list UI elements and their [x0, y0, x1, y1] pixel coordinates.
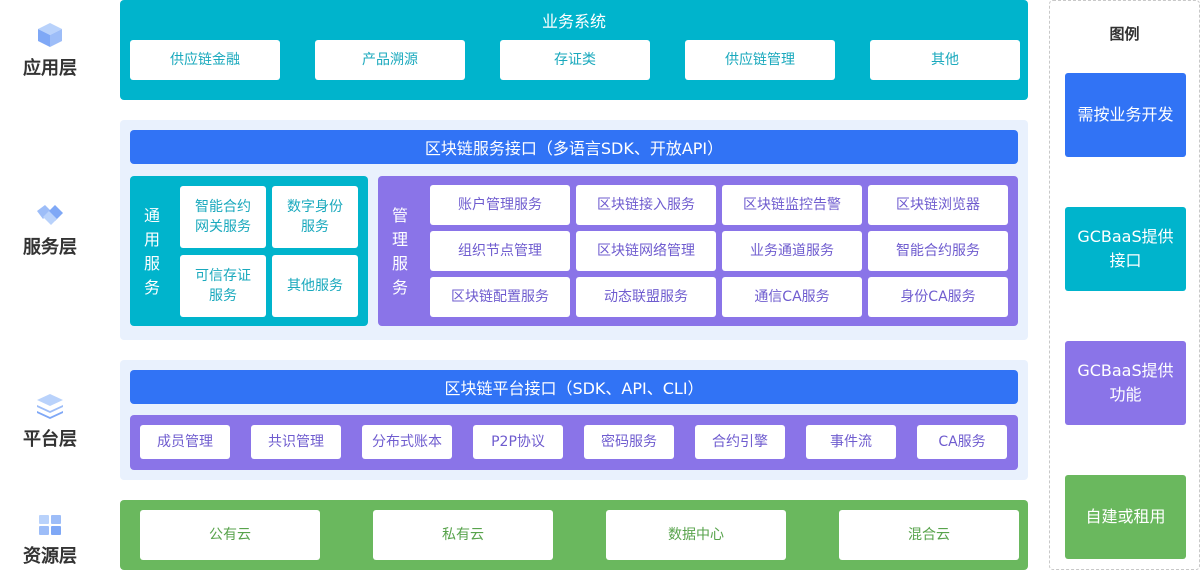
layer-label-platform: 平台层 — [0, 393, 100, 451]
app-item: 存证类 — [500, 40, 650, 80]
resource-item: 私有云 — [373, 510, 553, 560]
layer-label-service: 服务层 — [0, 203, 100, 259]
management-services-panel: 管理服务 账户管理服务 区块链接入服务 区块链监控告警 区块链浏览器 组织节点管… — [378, 176, 1018, 326]
platform-item: 密码服务 — [584, 425, 674, 459]
resource-layer-panel: 公有云 私有云 数据中心 混合云 — [120, 500, 1028, 570]
stack-layers-icon — [37, 394, 63, 419]
service-layer-panel: 区块链服务接口（多语言SDK、开放API） 通用服务 智能合约 网关服务 数字身… — [120, 120, 1028, 340]
general-item: 数字身份 服务 — [272, 186, 358, 248]
handshake-icon — [37, 205, 63, 225]
general-item: 其他服务 — [272, 255, 358, 317]
mgmt-item: 区块链接入服务 — [576, 185, 716, 225]
cube-icon — [38, 23, 62, 47]
mgmt-item: 区块链浏览器 — [868, 185, 1008, 225]
mgmt-item: 区块链配置服务 — [430, 277, 570, 317]
platform-item: 合约引擎 — [695, 425, 785, 459]
legend-item-gcbaas-interface: GCBaaS提供接口 — [1065, 207, 1186, 291]
platform-item: CA服务 — [917, 425, 1007, 459]
mgmt-item: 智能合约服务 — [868, 231, 1008, 271]
app-item: 其他 — [870, 40, 1020, 80]
platform-item: 共识管理 — [251, 425, 341, 459]
layer-name: 平台层 — [23, 429, 77, 450]
platform-item: P2P协议 — [473, 425, 563, 459]
general-item: 可信存证 服务 — [180, 255, 266, 317]
mgmt-item: 组织节点管理 — [430, 231, 570, 271]
service-interface-bar: 区块链服务接口（多语言SDK、开放API） — [130, 130, 1018, 164]
app-item: 供应链管理 — [685, 40, 835, 80]
mgmt-item: 区块链监控告警 — [722, 185, 862, 225]
layer-label-app: 应用层 — [0, 22, 100, 80]
legend-panel: 图例 需按业务开发 GCBaaS提供接口 GCBaaS提供功能 自建或租用 — [1049, 0, 1200, 570]
general-item: 智能合约 网关服务 — [180, 186, 266, 248]
management-services-title: 管理服务 — [391, 206, 408, 297]
layer-label-resource: 资源层 — [0, 514, 100, 568]
grid-icon — [39, 515, 61, 535]
resource-item: 混合云 — [839, 510, 1019, 560]
legend-item-business-dev: 需按业务开发 — [1065, 73, 1186, 157]
general-services-panel: 通用服务 智能合约 网关服务 数字身份 服务 可信存证 服务 其他服务 — [130, 176, 368, 326]
mgmt-item: 区块链网络管理 — [576, 231, 716, 271]
platform-interface-bar: 区块链平台接口（SDK、API、CLI） — [130, 370, 1018, 404]
resource-item: 公有云 — [140, 510, 320, 560]
layer-name: 应用层 — [23, 58, 77, 79]
platform-item: 成员管理 — [140, 425, 230, 459]
mgmt-item: 动态联盟服务 — [576, 277, 716, 317]
app-item: 供应链金融 — [130, 40, 280, 80]
platform-layer-panel: 区块链平台接口（SDK、API、CLI） 成员管理 共识管理 分布式账本 P2P… — [120, 360, 1028, 480]
mgmt-item: 业务通道服务 — [722, 231, 862, 271]
app-layer-panel: 业务系统 供应链金融 产品溯源 存证类 供应链管理 其他 — [120, 0, 1028, 100]
legend-item-gcbaas-function: GCBaaS提供功能 — [1065, 341, 1186, 425]
platform-item: 事件流 — [806, 425, 896, 459]
resource-item: 数据中心 — [606, 510, 786, 560]
platform-functions-panel: 成员管理 共识管理 分布式账本 P2P协议 密码服务 合约引擎 事件流 CA服务 — [130, 415, 1018, 470]
legend-item-self-built: 自建或租用 — [1065, 475, 1186, 559]
app-item: 产品溯源 — [315, 40, 465, 80]
legend-title: 图例 — [1109, 25, 1140, 43]
mgmt-item: 账户管理服务 — [430, 185, 570, 225]
mgmt-item: 通信CA服务 — [722, 277, 862, 317]
mgmt-item: 身份CA服务 — [868, 277, 1008, 317]
layer-name: 资源层 — [23, 546, 77, 567]
general-services-title: 通用服务 — [143, 206, 160, 297]
platform-item: 分布式账本 — [362, 425, 452, 459]
app-layer-title: 业务系统 — [541, 12, 606, 31]
layer-name: 服务层 — [23, 237, 77, 258]
